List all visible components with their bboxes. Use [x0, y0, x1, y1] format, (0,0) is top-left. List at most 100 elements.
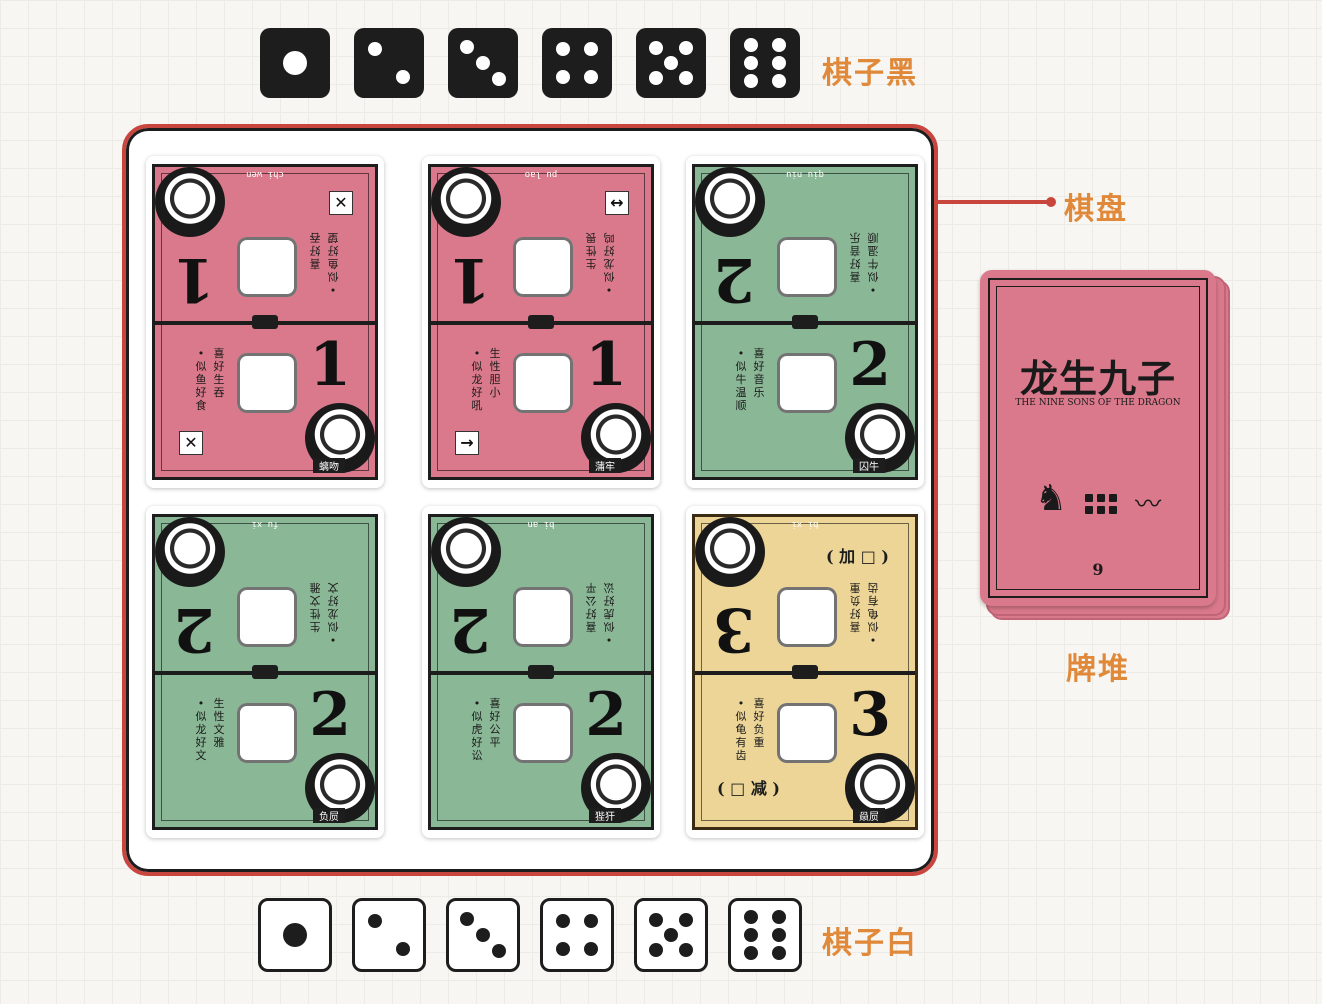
divider-ornament	[792, 315, 818, 329]
white-die-5[interactable]	[634, 898, 708, 972]
black-die-1[interactable]	[260, 28, 330, 98]
board-card[interactable]: bi an 2 2 •似虎好讼 喜好公平 •似虎好讼 喜好公平 狴犴	[422, 506, 660, 838]
dice-slot-bottom[interactable]	[777, 353, 837, 413]
die-pip	[744, 928, 759, 942]
dice-slot-bottom[interactable]	[513, 353, 573, 413]
corner-marker-top: ✕	[329, 191, 353, 215]
die-pip	[664, 928, 678, 942]
card-number-bottom: 2	[585, 680, 627, 750]
deck-title: 龙生九子	[1019, 356, 1176, 401]
card-name: 负屃	[313, 808, 345, 823]
dice-slot-bottom[interactable]	[513, 703, 573, 763]
card-text-bottom-1: •似龟有齿	[735, 697, 747, 762]
corner-marker-bottom: →	[455, 431, 479, 455]
card-number-bottom: 2	[309, 680, 351, 750]
card-text-top-1: •似鱼好望	[327, 231, 339, 296]
beast-portrait-icon	[431, 167, 501, 237]
card-text-bottom-2: 喜好生吞	[213, 347, 225, 399]
dice-slot-bottom[interactable]	[237, 353, 297, 413]
die-pip	[583, 914, 598, 929]
black-die-5[interactable]	[636, 28, 706, 98]
knight-icon: ♞	[1034, 478, 1068, 519]
die-pip	[744, 56, 758, 70]
card-text-top-2: 喜好负重	[849, 581, 861, 633]
white-die-1[interactable]	[258, 898, 332, 972]
die-pip	[476, 56, 490, 70]
deck-top-card[interactable]: 龙生九子 THE NINE SONS OF THE DRAGON ♞ 〰 9	[980, 270, 1216, 606]
beast-portrait-icon	[695, 517, 765, 587]
card-number-top: 2	[449, 594, 491, 664]
dice-slot-top[interactable]	[513, 237, 573, 297]
deck-icons: ♞ 〰	[980, 478, 1216, 521]
corner-marker-top: ( 加 □ )	[826, 547, 889, 566]
die-pip	[584, 70, 598, 84]
card-name: 蒲牢	[589, 458, 621, 473]
board-card[interactable]: pu lao 1 1 •似龙好鸣 生性畏 •似龙好吼 生性胆小 蒲牢 ↔→	[422, 156, 660, 488]
card-text-bottom-2: 喜好公平	[489, 697, 501, 749]
card-number-top: 2	[713, 244, 755, 314]
card-name: 赑屃	[853, 808, 885, 823]
beast-portrait-icon	[431, 517, 501, 587]
white-die-3[interactable]	[446, 898, 520, 972]
dice-slot-bottom[interactable]	[777, 703, 837, 763]
card-name: 囚牛	[853, 458, 885, 473]
die-pip	[492, 72, 507, 87]
die-pip	[368, 42, 382, 56]
board-card[interactable]: fu xi 2 2 •似龙好文 生性文雅 •似龙好文 生性文雅 负屃	[146, 506, 384, 838]
black-die-4[interactable]	[542, 28, 612, 98]
die-pip	[556, 914, 571, 929]
dice-slot-top[interactable]	[237, 237, 297, 297]
dice-slot-top[interactable]	[237, 587, 297, 647]
deck-inner-frame	[996, 286, 1200, 590]
die-pip	[744, 37, 758, 52]
corner-marker-top: ↔	[605, 191, 629, 215]
board-card[interactable]: qiu niu 2 2 •似牛温顺 喜好音乐 •似牛温顺 喜好音乐 囚牛	[686, 156, 924, 488]
card-name: 螭吻	[313, 458, 345, 473]
die-pip	[771, 928, 786, 942]
beast-portrait-icon	[695, 167, 765, 237]
card-number-bottom: 1	[309, 330, 351, 400]
black-pieces-label: 棋子黑	[822, 56, 918, 91]
die-pip	[648, 71, 663, 86]
card-text-bottom-1: •似龙好文	[195, 697, 207, 762]
die-pip	[744, 945, 759, 960]
divider-ornament	[528, 315, 554, 329]
die-pip	[368, 914, 383, 929]
dice-slot-top[interactable]	[513, 587, 573, 647]
white-die-6[interactable]	[728, 898, 802, 972]
card-face: qiu niu 2 2 •似牛温顺 喜好音乐 •似牛温顺 喜好音乐 囚牛	[692, 164, 918, 480]
dice-slot-bottom[interactable]	[237, 703, 297, 763]
die-pip	[556, 941, 571, 956]
white-die-4[interactable]	[540, 898, 614, 972]
card-number-top: 2	[173, 594, 215, 664]
die-pip	[283, 923, 307, 947]
dice-slot-top[interactable]	[777, 237, 837, 297]
board-card[interactable]: bi xi 3 3 •似龟有齿 喜好负重 •似龟有齿 喜好负重 赑屃 ( 加 □…	[686, 506, 924, 838]
die-pip	[771, 910, 786, 925]
black-die-3[interactable]	[448, 28, 518, 98]
card-number-top: 1	[449, 244, 491, 314]
die-pip	[744, 910, 759, 925]
black-die-2[interactable]	[354, 28, 424, 98]
die-pip	[679, 40, 694, 55]
card-face: pu lao 1 1 •似龙好鸣 生性畏 •似龙好吼 生性胆小 蒲牢 ↔→	[428, 164, 654, 480]
die-pip	[649, 913, 664, 928]
card-face: bi an 2 2 •似虎好讼 喜好公平 •似虎好讼 喜好公平 狴犴	[428, 514, 654, 830]
deck-subtitle: THE NINE SONS OF THE DRAGON	[1015, 398, 1181, 408]
card-number-top: 3	[713, 594, 755, 664]
beast-portrait-icon	[155, 167, 225, 237]
white-die-2[interactable]	[352, 898, 426, 972]
divider-ornament	[252, 665, 278, 679]
die-pip	[678, 913, 693, 928]
dice-slot-top[interactable]	[777, 587, 837, 647]
card-text-top-2: 喜好音乐	[849, 231, 861, 283]
card-text-bottom-2: 喜好负重	[753, 697, 765, 749]
die-pip	[678, 942, 693, 957]
beast-portrait-icon	[155, 517, 225, 587]
board-card[interactable]: chi wen 1 1 •似鱼好望 喜好吞 •似鱼好食 喜好生吞 螭吻 ✕✕	[146, 156, 384, 488]
card-text-bottom-1: •似龙好吼	[471, 347, 483, 412]
black-die-6[interactable]	[730, 28, 800, 98]
deck-frame	[988, 278, 1208, 598]
deck-label: 牌堆	[1066, 652, 1130, 687]
dots-grid-icon	[1085, 486, 1118, 521]
